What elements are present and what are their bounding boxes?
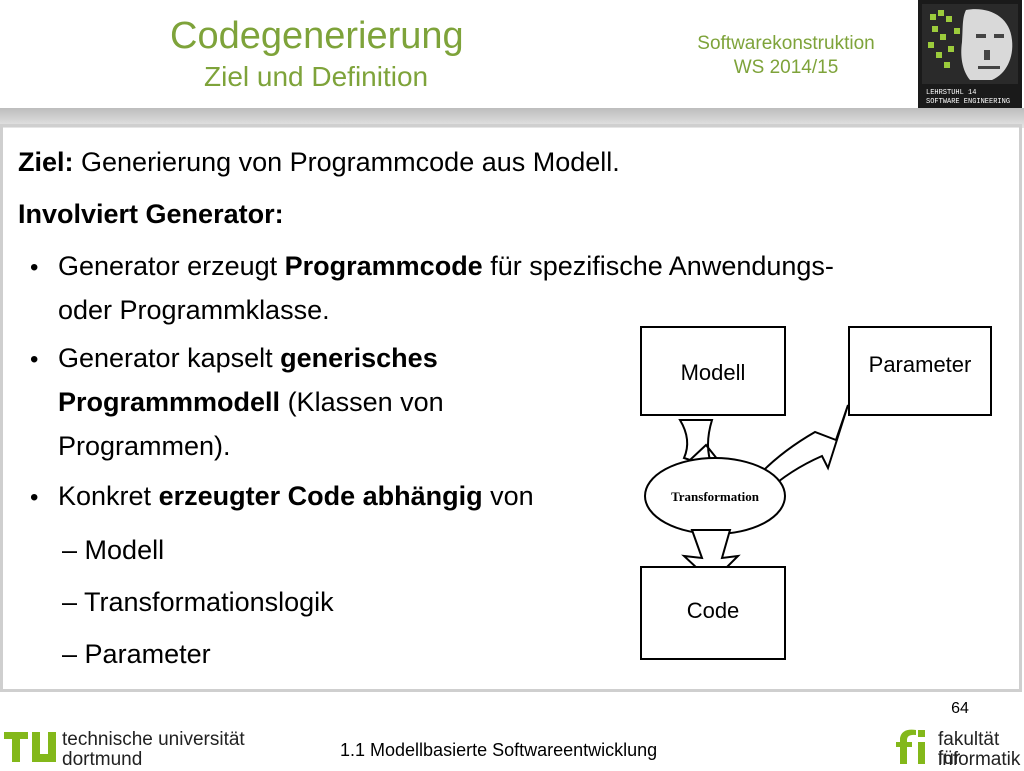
goal-text: Generierung von Programmcode aus Modell. <box>73 147 620 177</box>
course-info: Softwarekonstruktion WS 2014/15 <box>668 32 904 80</box>
bullet2-bold: generisches <box>280 343 438 373</box>
bullet1-text-end: für spezifische Anwendungs- <box>482 251 834 281</box>
tu-logo <box>4 726 58 764</box>
parameter-box: Parameter <box>848 326 992 416</box>
bullet2-line1: Generator kapselt generisches <box>58 342 438 374</box>
goal-line: Ziel: Generierung von Programmcode aus M… <box>18 146 620 178</box>
involved-heading: Involviert Generator: <box>18 199 284 229</box>
header-divider <box>0 108 1024 128</box>
bullet3-text-end: von <box>482 481 534 511</box>
bullet1-line2: oder Programmklasse. <box>58 295 330 325</box>
fi-name-line2: informatik <box>938 749 1021 770</box>
bullet3-text: Konkret <box>58 481 159 511</box>
bullet1-line1: Generator erzeugt Programmcode für spezi… <box>58 250 834 282</box>
code-label: Code <box>686 598 740 623</box>
bullet2-line2: Programmmodell (Klassen von <box>58 386 444 418</box>
chair-logo: LEHRSTUHL 14 SOFTWARE ENGINEERING <box>918 0 1022 110</box>
sub-item-transformationslogik: – Transformationslogik <box>62 586 334 618</box>
sub-item-text: Transformationslogik <box>84 587 334 617</box>
content-frame <box>0 124 1022 692</box>
bullet-dot: • <box>30 254 39 281</box>
sub-item-text: Modell <box>84 535 165 565</box>
sub-item-text: Parameter <box>84 639 211 669</box>
parameter-label: Parameter <box>868 352 972 377</box>
modell-label: Modell <box>680 360 746 385</box>
sub-item-parameter: – Parameter <box>62 638 211 670</box>
tu-name-line1: technische universität <box>62 729 245 750</box>
logo-text-line1: LEHRSTUHL 14 <box>926 89 976 97</box>
bullet2-line3: Programmen). <box>58 431 231 461</box>
logo-text-line2: SOFTWARE ENGINEERING <box>926 98 1010 106</box>
transformation-label: Transformation <box>671 489 760 504</box>
bullet2-bold2: Programmmodell <box>58 387 281 417</box>
goal-label: Ziel: <box>18 147 74 177</box>
bullet-dot: • <box>30 484 39 511</box>
bullet1-text: Generator erzeugt <box>58 251 285 281</box>
course-term: WS 2014/15 <box>733 57 839 78</box>
modell-arrow <box>678 419 720 468</box>
course-name: Softwarekonstruktion <box>697 33 875 54</box>
chair-logo-graphic: LEHRSTUHL 14 SOFTWARE ENGINEERING <box>918 0 1022 110</box>
bullet-dot: • <box>30 346 39 373</box>
bullet3-line1: Konkret erzeugter Code abhängig von <box>58 480 534 512</box>
page-subtitle: Ziel und Definition <box>204 61 429 92</box>
bullet2-text: Generator kapselt <box>58 343 281 373</box>
generator-diagram: Transformation <box>644 404 849 584</box>
bullet1-bold: Programmcode <box>284 251 483 281</box>
tu-name-line2: dortmund <box>62 749 143 770</box>
dash-glyph: – <box>62 639 78 669</box>
bullet3-bold: erzeugter Code abhängig <box>158 481 483 511</box>
footer-section: 1.1 Modellbasierte Softwareentwicklung <box>340 740 658 760</box>
tu-logo-mark <box>4 732 56 762</box>
page-number: 64 <box>951 700 969 717</box>
fi-name-line1: fakultät für <box>938 729 1000 769</box>
modell-box: Modell <box>640 326 786 416</box>
sub-item-modell: – Modell <box>62 534 164 566</box>
code-box: Code <box>640 566 786 660</box>
dash-glyph: – <box>62 587 78 617</box>
page-title: Codegenerierung <box>170 15 464 57</box>
fi-logo <box>896 726 932 766</box>
fi-logo-mark <box>896 729 925 764</box>
bullet2-text-end: (Klassen von <box>280 387 444 417</box>
dash-glyph: – <box>62 535 78 565</box>
